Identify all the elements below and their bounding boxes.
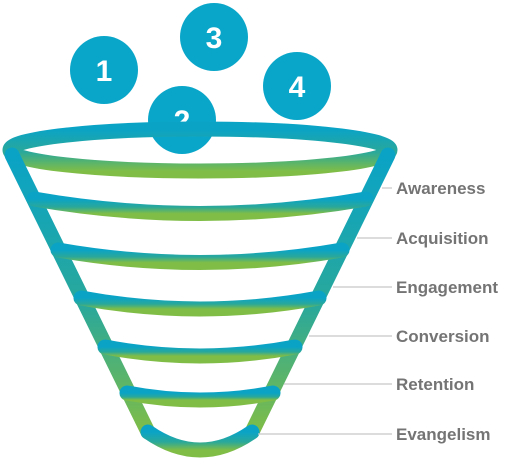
- funnel-band-5: [119, 385, 281, 408]
- ball-2: 2: [148, 86, 216, 154]
- stage-label-evangelism: Evangelism: [396, 425, 491, 444]
- funnel-base: [140, 424, 260, 458]
- ball-1-label: 1: [96, 55, 113, 88]
- ball-4-label: 4: [289, 71, 306, 104]
- funnel-band-1: [26, 191, 374, 221]
- ball-2-circle: [148, 86, 216, 154]
- stage-labels: Awareness Acquisition Engagement Convers…: [396, 179, 498, 444]
- stage-label-acquisition: Acquisition: [396, 229, 489, 248]
- leader-lines: [258, 187, 392, 435]
- ball-3: 3: [180, 3, 248, 71]
- funnel-band-3: [73, 290, 327, 317]
- ball-4-circle: [263, 52, 331, 120]
- ball-3-label: 3: [206, 22, 223, 55]
- funnel-band-2: [50, 242, 350, 270]
- ball-4: 4: [263, 52, 331, 120]
- stage-label-conversion: Conversion: [396, 327, 490, 346]
- ball-1: 1: [70, 36, 138, 104]
- ball-1-circle: [70, 36, 138, 104]
- stage-label-engagement: Engagement: [396, 278, 498, 297]
- stage-label-retention: Retention: [396, 375, 474, 394]
- funnel-rim: [2, 121, 398, 179]
- funnel-band-4: [97, 339, 303, 364]
- funnel-body: [2, 121, 398, 458]
- ball-3-circle: [180, 3, 248, 71]
- stage-label-awareness: Awareness: [396, 179, 485, 198]
